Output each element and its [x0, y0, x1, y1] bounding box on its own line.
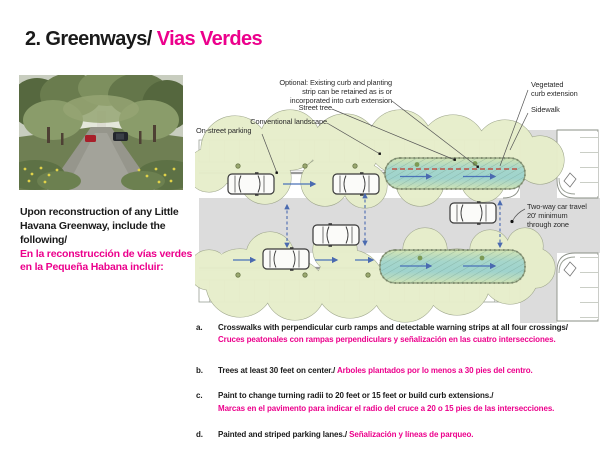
flower-dots [23, 166, 176, 184]
label-street-tree: Street tree [298, 103, 333, 112]
parked-car [227, 171, 275, 197]
crossing-arrows [284, 192, 503, 249]
list-text-spanish: Señalización y líneas de parqueo. [349, 429, 474, 439]
curb-ramp [563, 172, 577, 188]
requirements-list: a. Crosswalks with perpendicular curb ra… [196, 322, 596, 441]
list-text: Trees at least 30 feet on center./ Arbol… [218, 365, 596, 377]
list-text-english: Paint to change turning radii to 20 feet… [218, 391, 494, 401]
parked-car [332, 171, 380, 197]
red-car-in-photo [85, 135, 96, 142]
list-letter: a. [196, 323, 203, 332]
westbound-car [312, 222, 360, 248]
greenway-street-photo [19, 75, 183, 190]
label-two-way-travel: Two-way car travel 20' minimum through z… [527, 202, 587, 229]
vegetated-curb-extension-south [379, 249, 526, 284]
label-vegetated-curb-extension: Vegetated curb extension [531, 80, 578, 98]
intersection-corners [502, 129, 599, 322]
street-plan-drawing [195, 89, 600, 323]
list-text-spanish: Arboles plantados por lo menos a 30 pies… [336, 365, 533, 375]
label-leader-lines [261, 89, 529, 224]
list-text: Painted and striped parking lanes./ Seña… [218, 429, 596, 441]
list-letter: d. [196, 429, 203, 439]
vegetated-curb-extension-north [384, 157, 526, 190]
street-plan-diagram: Optional: Existing curb and planting str… [195, 78, 600, 323]
label-conventional-landscape: Conventional landscape [250, 117, 327, 126]
list-item-b: b. Trees at least 30 feet on center./ Ar… [196, 365, 596, 377]
list-item-a: a. Crosswalks with perpendicular curb ra… [196, 322, 596, 347]
curb-ramp [563, 261, 577, 277]
list-text: Paint to change turning radii to 20 feet… [218, 390, 596, 415]
list-item-d: d. Painted and striped parking lanes./ S… [196, 429, 596, 441]
list-letter: c. [196, 391, 203, 401]
intro-english: Upon reconstruction of any Little Havana… [20, 206, 179, 246]
page-title-english: 2. Greenways/ [25, 28, 152, 50]
street-tree-dots [235, 163, 371, 278]
parked-car [262, 246, 310, 272]
list-text-english: Trees at least 30 feet on center./ [218, 365, 336, 375]
label-optional-existing-curb: Optional: Existing curb and planting str… [279, 78, 392, 105]
intro-spanish: En la reconstrucción de vías verdes en l… [20, 247, 193, 274]
list-item-c: c. Paint to change turning radii to 20 f… [196, 390, 596, 415]
list-text-english: Painted and striped parking lanes./ [218, 429, 347, 439]
list-text-spanish: Cruces peatonales con rampas perpendicul… [218, 335, 556, 345]
page-title: 2. Greenways/ Vias Verdes [25, 28, 263, 51]
list-text-spanish: Marcas en el pavimento para indicar el r… [218, 403, 555, 413]
page-title-spanish: Vias Verdes [151, 28, 263, 50]
list-letter: b. [196, 365, 203, 375]
intro-text: Upon reconstruction of any Little Havana… [20, 206, 198, 275]
list-text: Crosswalks with perpendicular curb ramps… [218, 322, 596, 347]
label-sidewalk: Sidewalk [531, 105, 560, 114]
parking-lane-arrows [233, 180, 375, 264]
label-on-street-parking: On-street parking [196, 126, 252, 135]
eastbound-car [449, 200, 497, 226]
list-text-english: Crosswalks with perpendicular curb ramps… [218, 323, 568, 332]
